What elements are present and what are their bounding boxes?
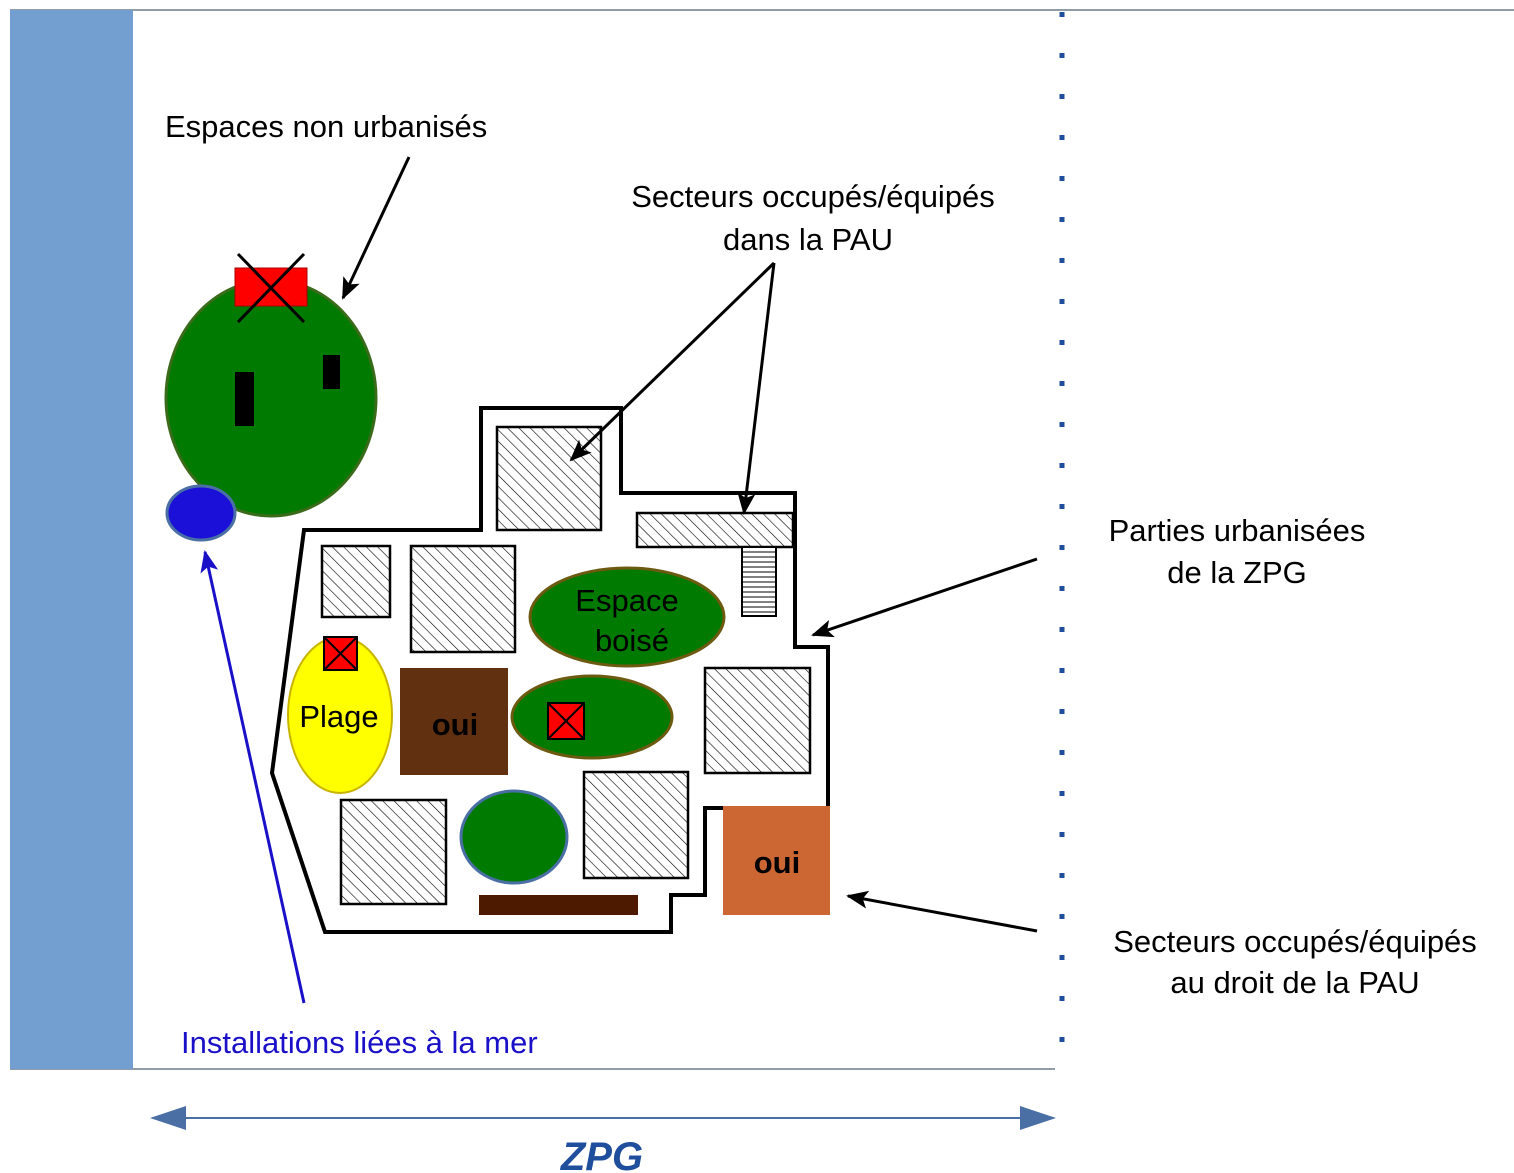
label-parties-urbanisees-2: de la ZPG <box>1167 555 1307 590</box>
label-secteurs-droit-2: au droit de la PAU <box>1170 965 1419 1000</box>
allowed-sector-outside-label: oui <box>754 845 801 880</box>
wooded-space: Espace boisé <box>528 566 726 668</box>
allowed-sector-inside: oui <box>400 668 508 775</box>
sea-band <box>10 10 133 1069</box>
brown-bar <box>479 895 638 915</box>
small-green-space <box>510 674 674 760</box>
label-parties-urbanisees-1: Parties urbanisées <box>1109 513 1366 548</box>
arrow-sector-droit-pau <box>846 890 1038 933</box>
label-secteurs-pau-1: Secteurs occupés/équipés <box>631 179 995 214</box>
label-espaces-non-urbanises: Espaces non urbanisés <box>165 109 487 144</box>
arrow-sector-pau-2 <box>737 262 776 515</box>
sea-installation <box>165 484 237 542</box>
beach-label: Plage <box>299 699 378 734</box>
wooded-space-label-2: boisé <box>595 623 669 658</box>
arrow-sea-installation <box>200 550 306 1004</box>
occupied-sectors <box>320 425 812 906</box>
label-installations-mer: Installations liées à la mer <box>181 1025 538 1060</box>
urbanised-part-outline <box>269 406 830 934</box>
arrow-urbanised-part <box>811 557 1038 638</box>
non-urbanised-space <box>164 252 378 518</box>
wooded-space-label-1: Espace <box>575 583 678 618</box>
arrow-sector-pau-1 <box>569 261 776 462</box>
allowed-sector-outside: oui <box>723 806 830 915</box>
forbidden-marker <box>323 636 358 671</box>
zpg-extent-arrow <box>150 1106 1056 1130</box>
allowed-sector-inside-label: oui <box>432 707 479 742</box>
green-space-round <box>459 789 569 885</box>
zpg-label: ZPG <box>560 1135 643 1173</box>
label-secteurs-droit-1: Secteurs occupés/équipés <box>1113 924 1477 959</box>
arrow-non-urbanised <box>341 156 411 300</box>
forbidden-marker <box>234 252 308 324</box>
beach: Plage <box>287 636 393 794</box>
label-secteurs-pau-2: dans la PAU <box>723 222 893 257</box>
forbidden-marker <box>547 702 585 740</box>
